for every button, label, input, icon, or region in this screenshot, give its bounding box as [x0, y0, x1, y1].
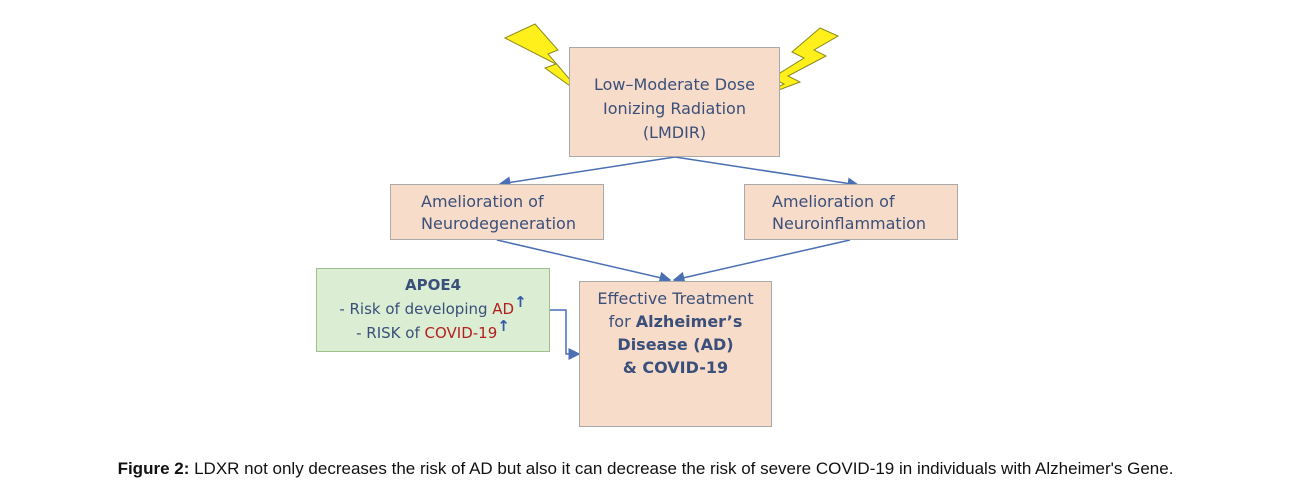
neurodegeneration-line2: Neurodegeneration: [421, 214, 576, 233]
apoe4-risk-covid: - RISK of COVID-19↑: [317, 317, 549, 345]
arrow-top-to-right: [674, 156, 860, 190]
ldir-line2: Ionizing Radiation: [603, 99, 746, 118]
neuroinflammation-line2: Neuroinflammation: [772, 214, 927, 233]
neurodegeneration-line1: Amelioration of: [421, 192, 544, 211]
ldir-box: Low–Moderate Dose Ionizing Radiation (LM…: [569, 47, 780, 157]
apoe4-risk-covid-prefix: - RISK of: [356, 324, 425, 342]
apoe4-risk-ad: - Risk of developing AD↑: [317, 293, 549, 321]
apoe4-risk-ad-term: AD: [492, 300, 515, 318]
neuroinflammation-line1: Amelioration of: [772, 192, 895, 211]
arrow-top-to-left: [498, 156, 676, 189]
up-arrow-icon: ↑: [514, 293, 527, 311]
ldir-line1: Low–Moderate Dose: [594, 75, 755, 94]
ldir-line3: (LMDIR): [642, 123, 707, 142]
outcome-line3: Disease (AD): [617, 335, 734, 354]
apoe4-risk-ad-prefix: - Risk of developing: [339, 300, 493, 318]
figure-caption: Figure 2: LDXR not only decreases the ri…: [0, 459, 1291, 479]
apoe4-risk-covid-term: COVID-19: [424, 324, 498, 342]
neurodegeneration-box: Amelioration of Neurodegeneration: [390, 184, 604, 240]
apoe4-box: APOE4 - Risk of developing AD↑ - RISK of…: [316, 268, 550, 352]
outcome-line2-bold: Alzheimer’s: [635, 312, 743, 331]
lightning-bolt-icon: [503, 23, 585, 97]
neuroinflammation-box: Amelioration of Neuroinflammation: [744, 184, 958, 240]
outcome-line1: Effective Treatment: [597, 289, 754, 308]
outcome-line2-prefix: for: [608, 312, 636, 331]
up-arrow-icon: ↑: [497, 317, 510, 335]
arrow-left-to-outcome: [496, 239, 672, 284]
figure-caption-label: Figure 2:: [117, 459, 190, 478]
arrow-right-to-outcome: [672, 239, 851, 284]
apoe4-title: APOE4: [404, 276, 462, 294]
figure-caption-text: LDXR not only decreases the risk of AD b…: [189, 459, 1174, 478]
arrow-apoe-to-outcome: [550, 309, 581, 360]
outcome-box: Effective Treatment for Alzheimer’s Dise…: [579, 281, 772, 427]
outcome-line4: & COVID-19: [622, 358, 729, 377]
outcome-line2: for Alzheimer’s: [580, 310, 771, 333]
